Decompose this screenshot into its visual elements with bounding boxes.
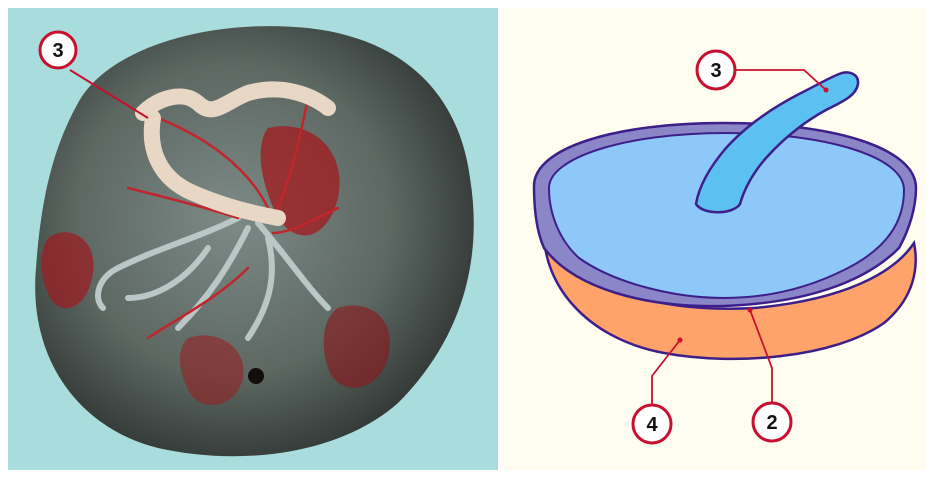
callout-label-3: 3 xyxy=(52,40,63,62)
dark-spot xyxy=(248,368,264,384)
callout-label-2: 2 xyxy=(766,412,777,434)
callout-dot xyxy=(824,88,829,93)
callout-label-3: 3 xyxy=(710,60,721,82)
placenta-photo: 3 xyxy=(8,8,498,470)
placenta-diagram-panel: 3 4 2 xyxy=(504,8,926,470)
placenta-photo-panel: 3 xyxy=(8,8,498,470)
callout-dot xyxy=(678,338,683,343)
placenta-diagram: 3 4 2 xyxy=(504,8,926,470)
callout-dot xyxy=(748,308,753,313)
callout-label-4: 4 xyxy=(646,414,658,436)
